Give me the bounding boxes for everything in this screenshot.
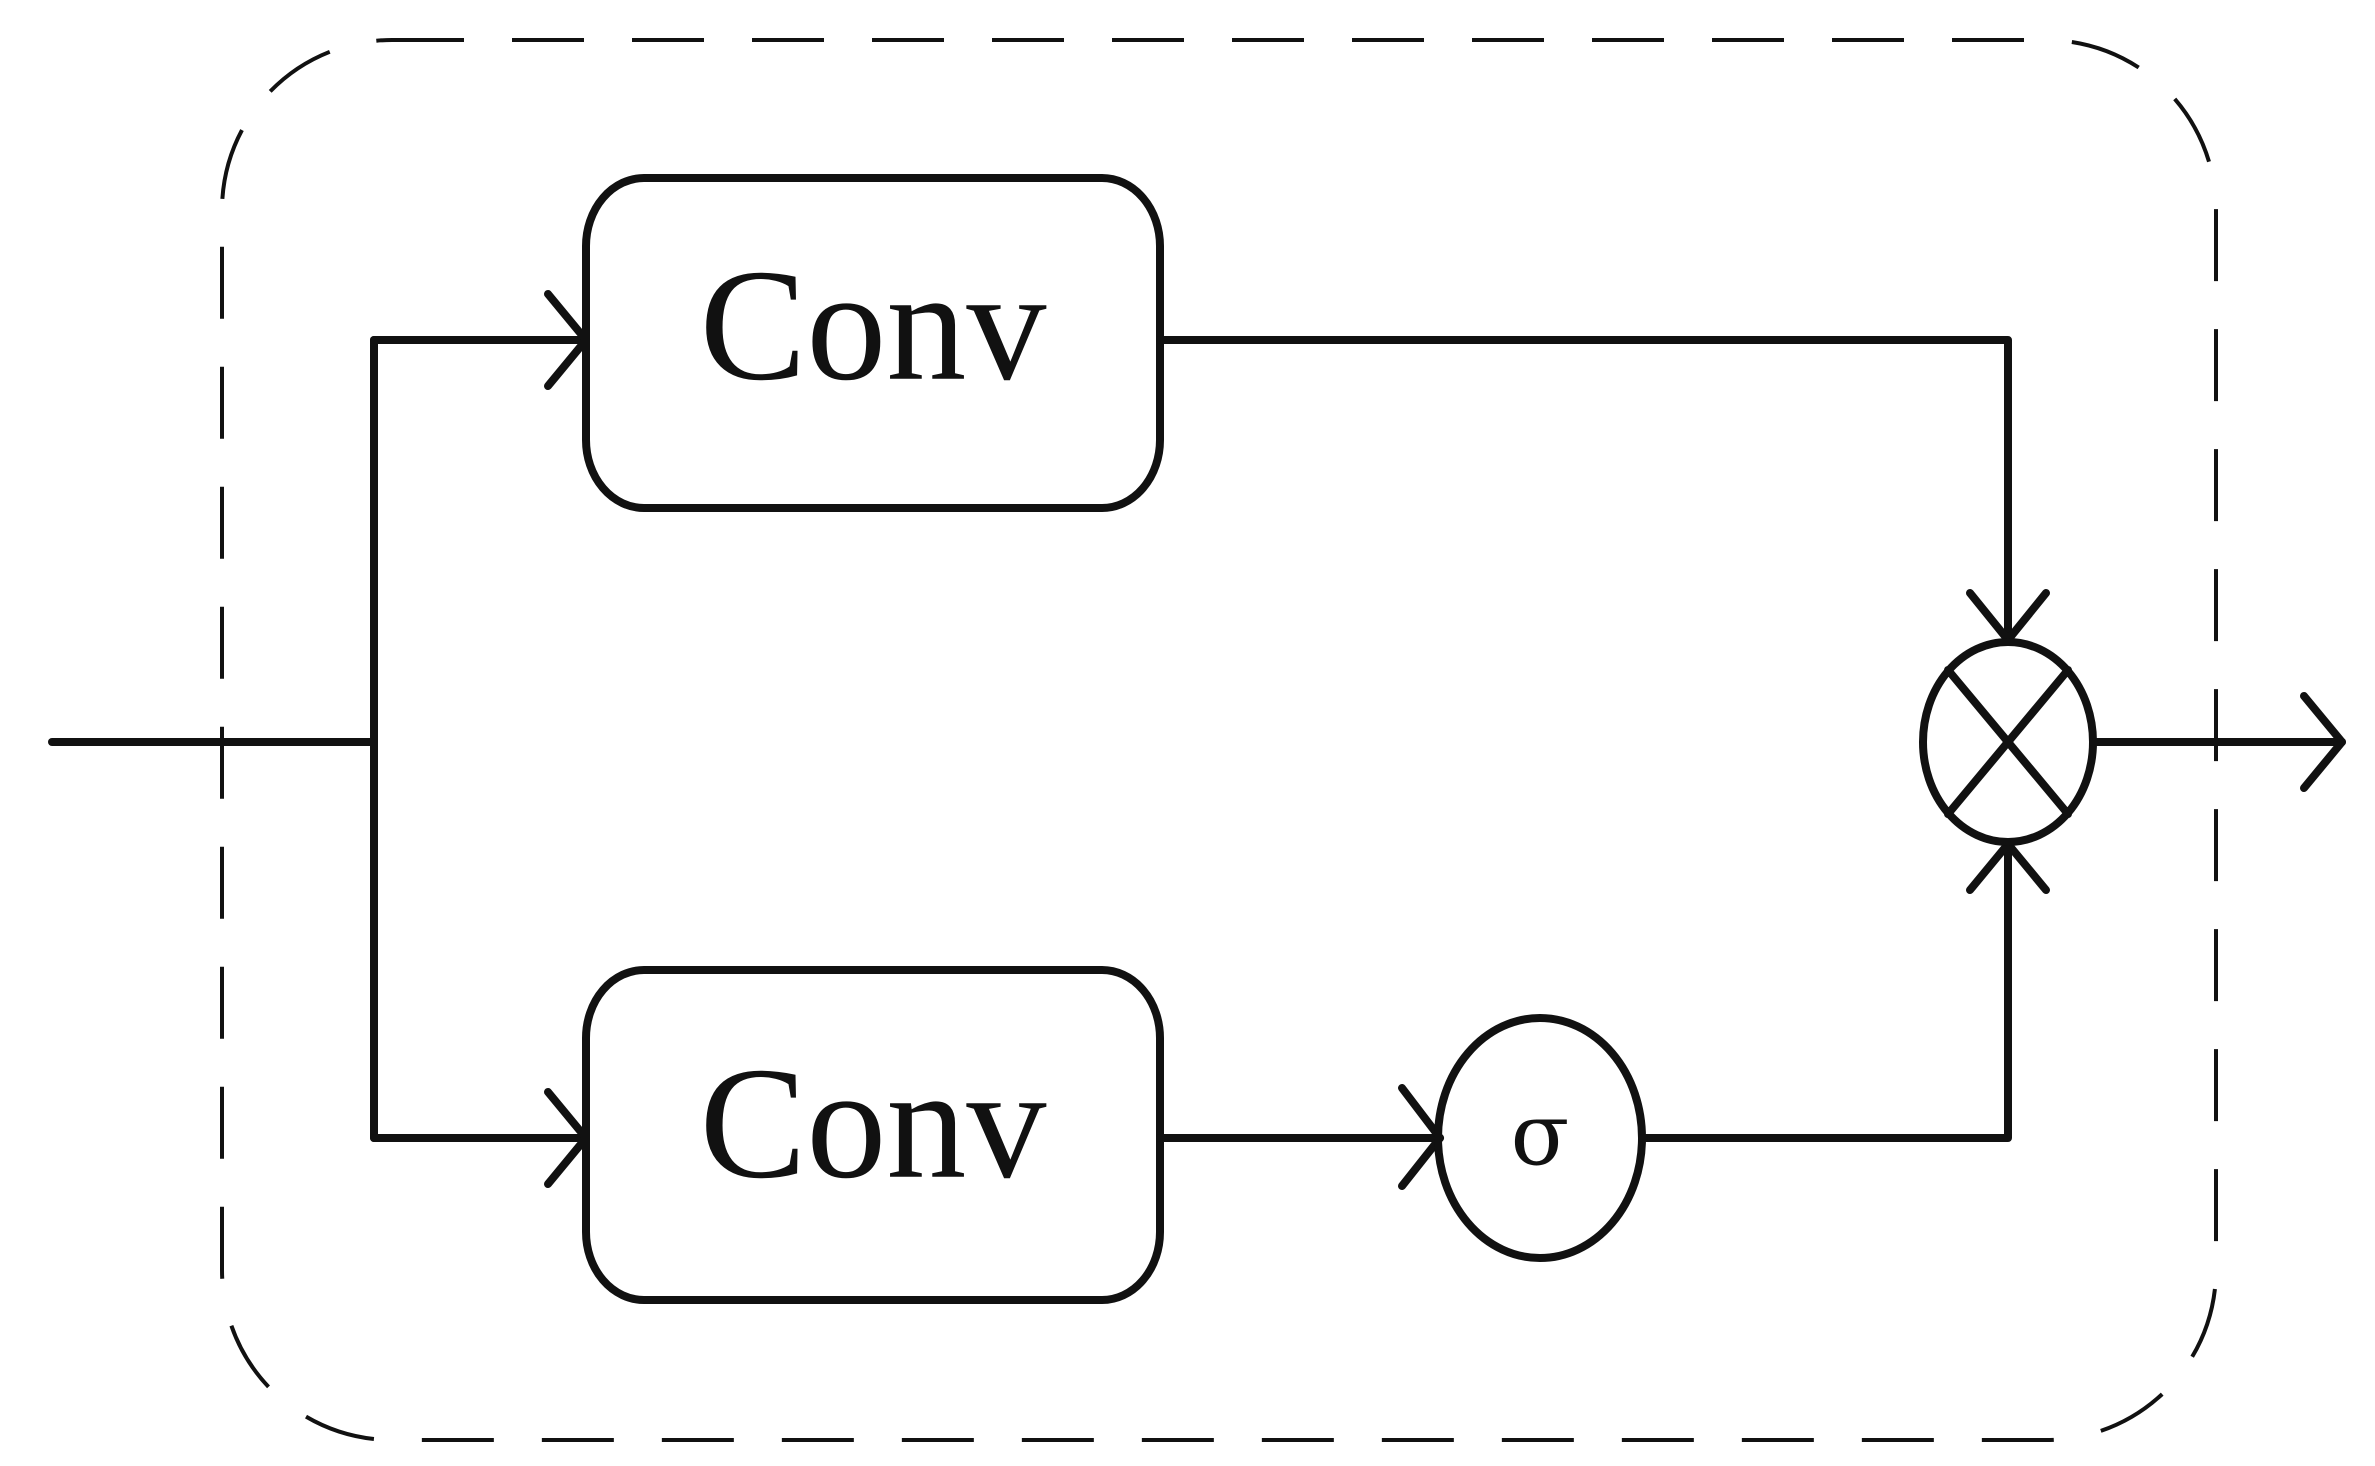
sigma-to-multiply-line <box>1638 844 2012 1142</box>
top-conv-label: Conv <box>700 236 1047 414</box>
module-boundary <box>220 38 2218 1442</box>
bottom-conv-label: Conv <box>700 1034 1047 1212</box>
top-branch-output-line <box>1156 336 2012 636</box>
sigma-label: σ <box>1511 1086 1570 1186</box>
output-arrow-icon <box>2300 692 2346 792</box>
